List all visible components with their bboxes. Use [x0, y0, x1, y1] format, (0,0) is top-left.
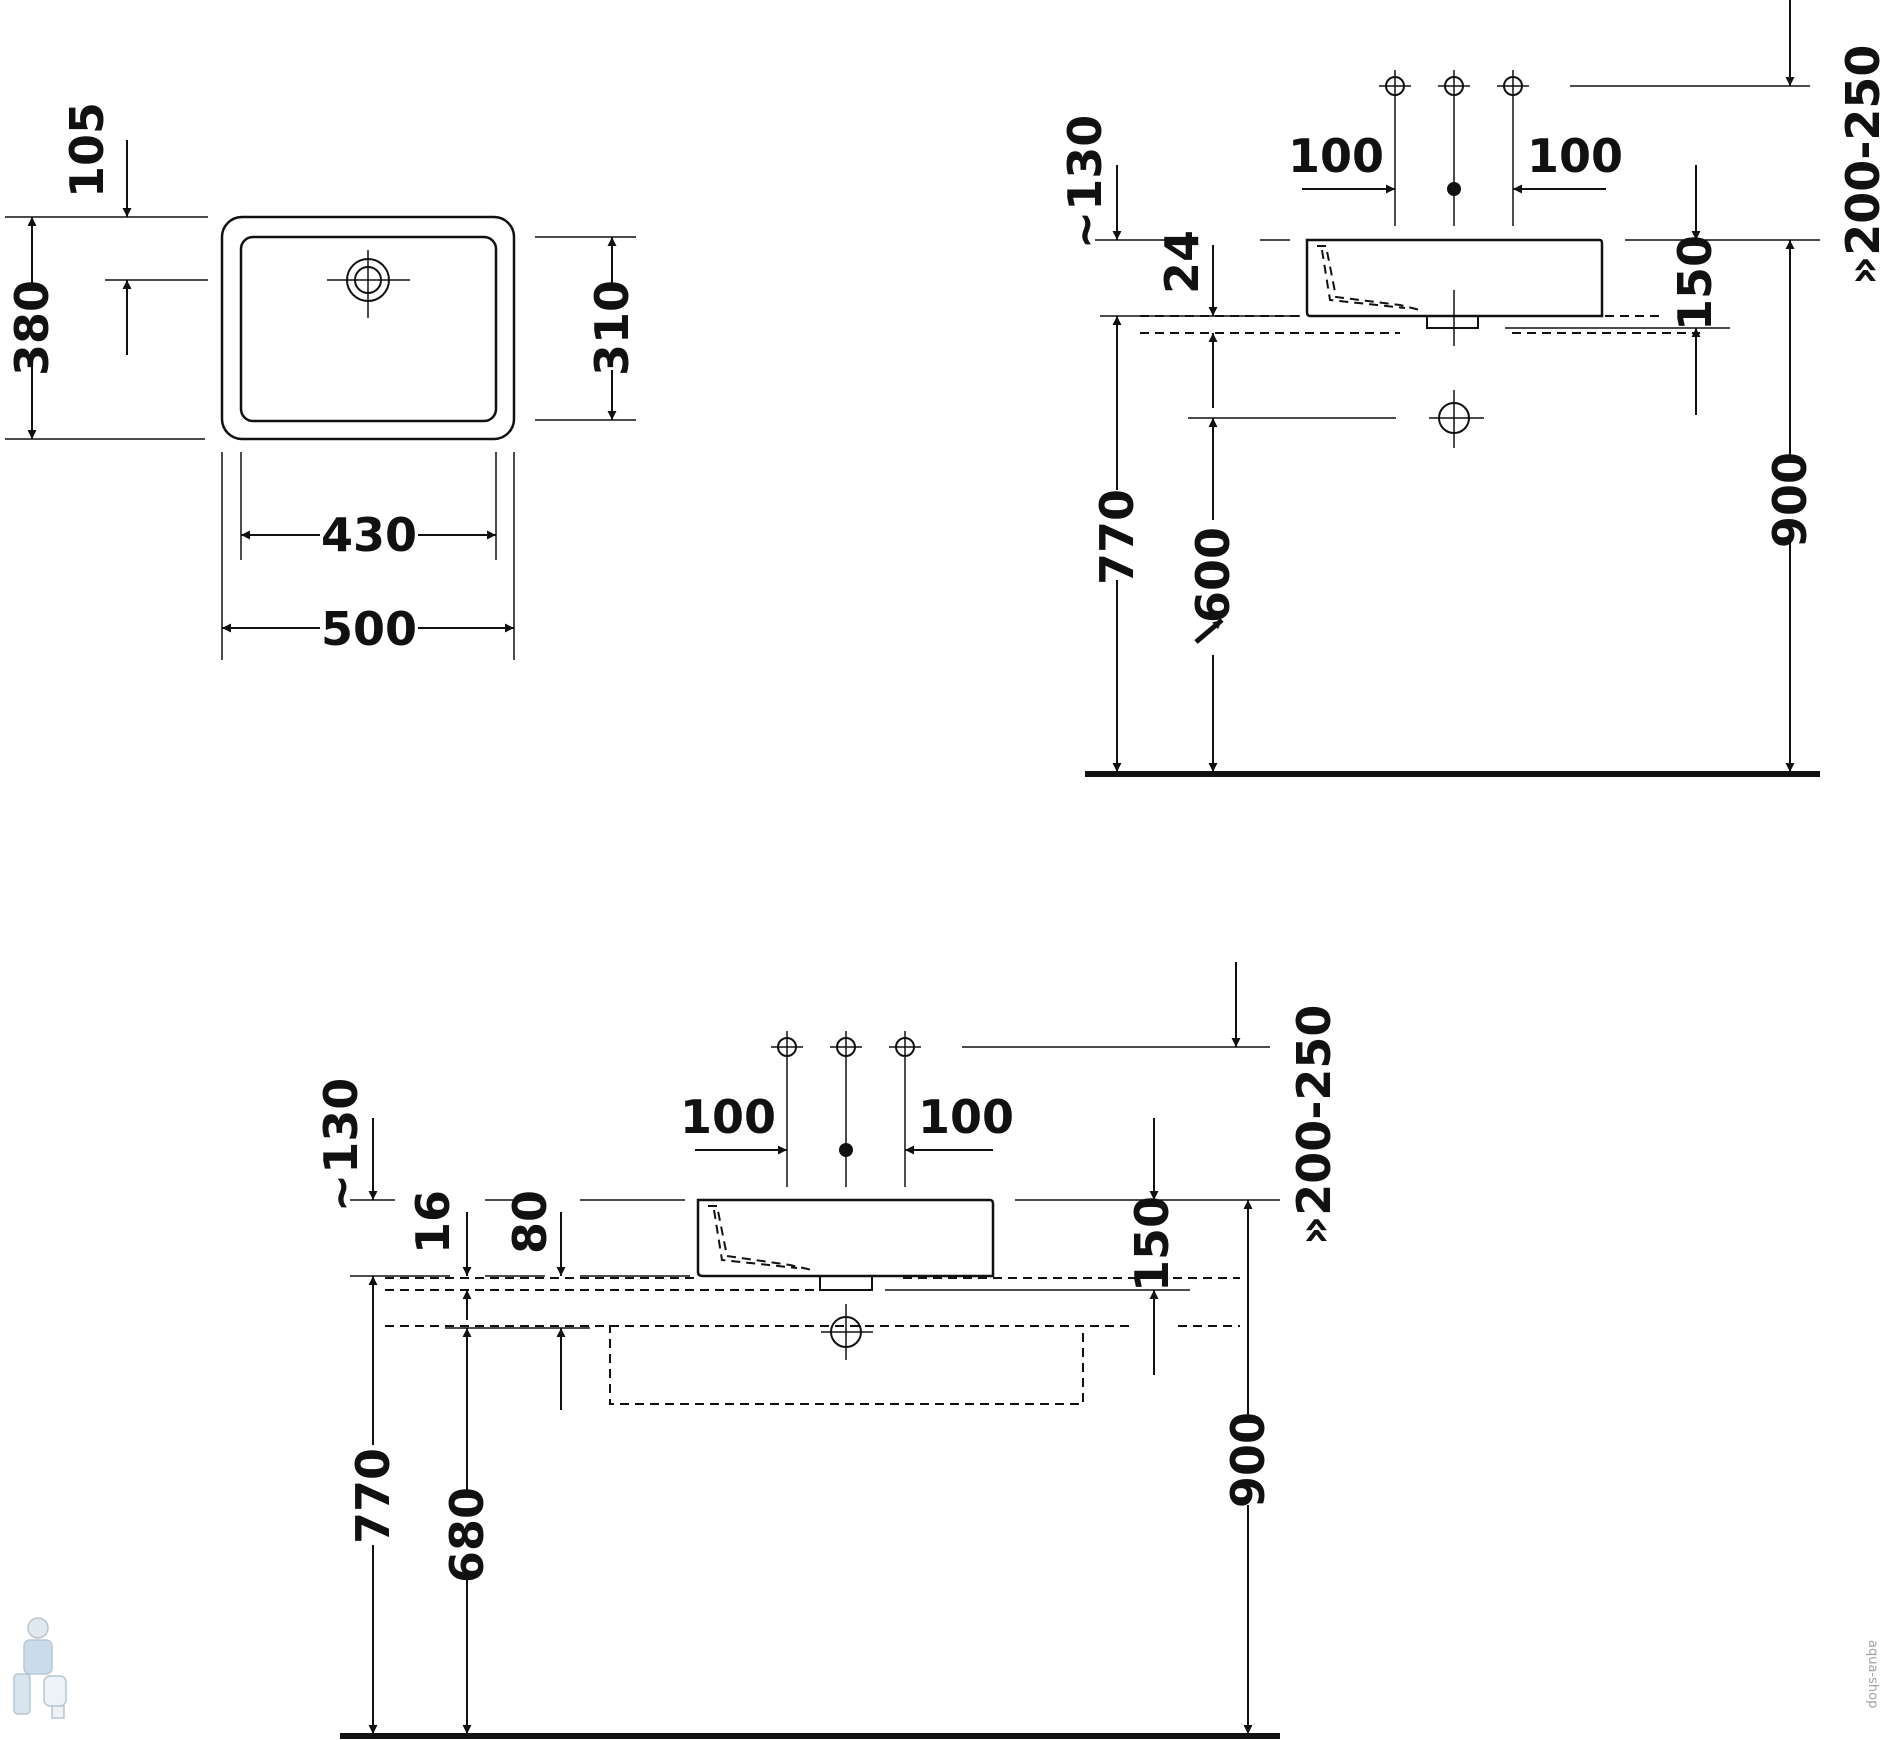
- dim-130-bottom: ~130: [314, 1078, 368, 1213]
- basin-inner-outline: [239, 235, 498, 423]
- dim-105: 105: [60, 102, 114, 198]
- dim-900-bottom: 900: [1221, 1412, 1275, 1508]
- dim-600: 600: [1186, 527, 1240, 623]
- basin-profile: [1305, 238, 1604, 318]
- plumber-mascot-logo: [13, 1617, 67, 1719]
- dim-430: 430: [321, 508, 417, 562]
- dim-680: 680: [440, 1487, 494, 1583]
- vanity-outline: [609, 1325, 1084, 1405]
- waste-symbol: [1429, 290, 1484, 448]
- dim-770-bottom: 770: [346, 1448, 400, 1544]
- dim-150: 150: [1668, 235, 1722, 331]
- side-watermark: aqua-shop: [1865, 1640, 1880, 1708]
- dim-900: 900: [1763, 452, 1817, 548]
- tap-symbols-bottom: [771, 1031, 1270, 1187]
- pointer-arrow-icon: [1194, 618, 1224, 644]
- dim-100-left-bottom: 100: [680, 1090, 776, 1144]
- dim-80: 80: [503, 1190, 557, 1254]
- side-view-bottom: »200-250 100 100 ~130 16 80: [314, 962, 1341, 1739]
- dim-770: 770: [1090, 489, 1144, 585]
- dim-100-right: 100: [1527, 129, 1623, 183]
- plan-view: 105 380 310 430 500: [5, 102, 639, 660]
- waste-symbol-bottom: [821, 1304, 873, 1360]
- dim-130: ~130: [1058, 115, 1112, 250]
- dim-200-250-bottom: »200-250: [1287, 1005, 1341, 1246]
- dim-310: 310: [585, 280, 639, 376]
- dim-200-250: »200-250: [1836, 45, 1882, 286]
- dim-380: 380: [5, 280, 59, 376]
- dim-16: 16: [406, 1190, 460, 1254]
- dim-100-left: 100: [1288, 129, 1384, 183]
- dim-24: 24: [1155, 230, 1209, 294]
- basin-profile-bottom: [696, 1198, 995, 1278]
- side-view-top: »200-250 100 100 ~130 24 150 770: [1058, 0, 1882, 777]
- tap-symbols: [1379, 70, 1810, 226]
- dim-150-bottom: 150: [1125, 1196, 1179, 1292]
- dim-100-right-bottom: 100: [918, 1090, 1014, 1144]
- dim-500: 500: [321, 602, 417, 656]
- drain-symbol: [327, 250, 410, 318]
